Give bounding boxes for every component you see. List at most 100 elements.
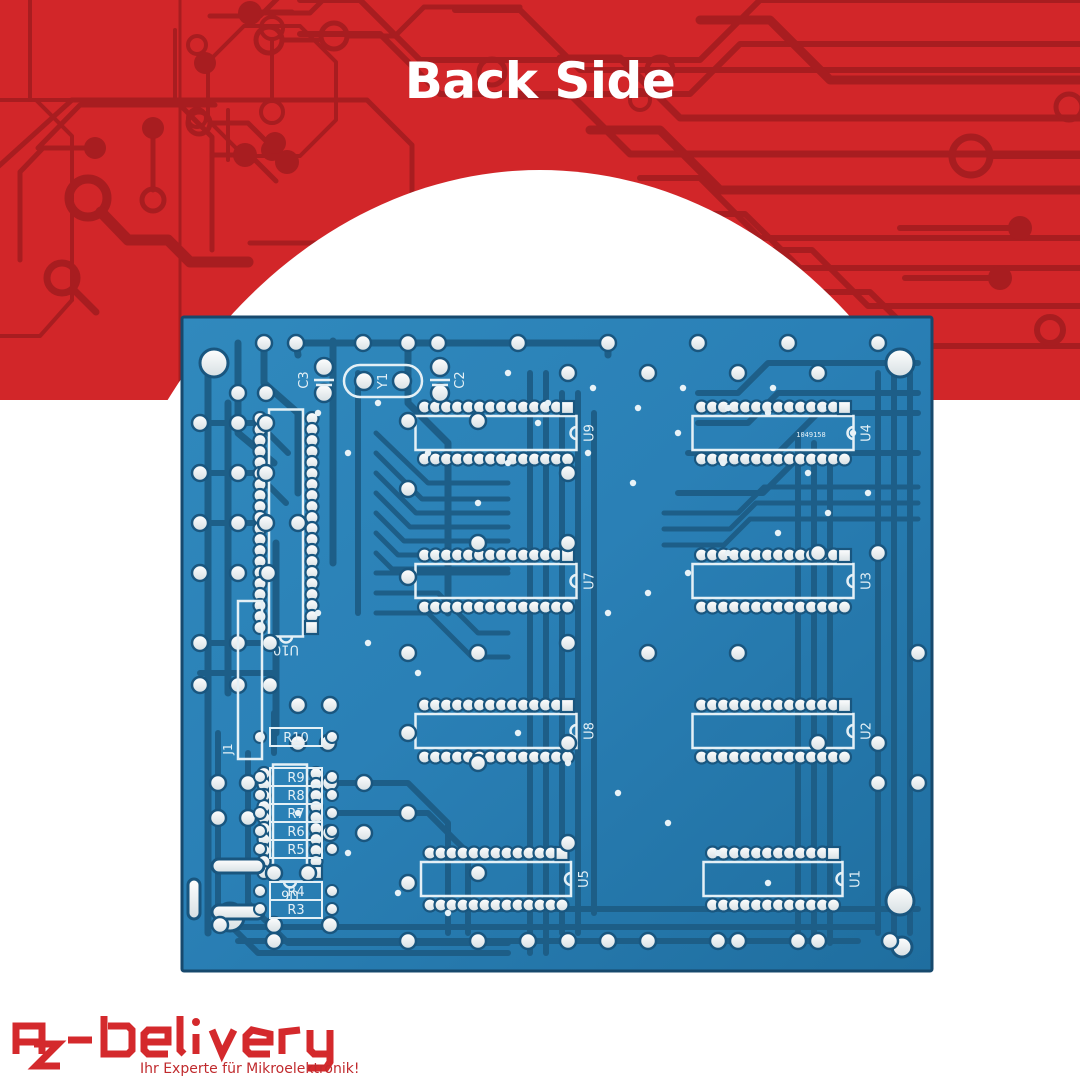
through-hole-pad: [320, 695, 340, 715]
silk-label-r7: R7: [287, 807, 304, 822]
through-hole-pad: [868, 543, 888, 563]
via: [819, 404, 827, 412]
silk-label-r9: R9: [287, 771, 304, 786]
through-hole-pad: [598, 333, 618, 353]
via: [534, 419, 542, 427]
silk-label-y1: Y1: [376, 373, 391, 390]
via: [824, 509, 832, 517]
via: [504, 459, 512, 467]
through-hole-pad: [598, 931, 618, 951]
ic-footprint-u1: U1: [702, 845, 864, 913]
via: [444, 909, 452, 917]
through-hole-pad: [398, 479, 418, 499]
crystal-footprint: Y1: [342, 363, 424, 399]
through-hole-pad: [398, 333, 418, 353]
silk-label-r5: R5: [287, 843, 304, 858]
via: [849, 429, 857, 437]
silk-label-r4: R4: [287, 885, 304, 900]
via: [414, 669, 422, 677]
through-hole-pad: [728, 363, 748, 383]
via: [724, 549, 732, 557]
through-hole-pad: [868, 733, 888, 753]
silk-label-c3: C3: [297, 371, 312, 388]
through-hole-pad: [558, 363, 578, 383]
via: [514, 729, 522, 737]
through-hole-pad: [808, 543, 828, 563]
through-hole-pad: [868, 333, 888, 353]
through-hole-pad: [320, 915, 340, 935]
via: [684, 569, 692, 577]
through-hole-pad: [256, 383, 276, 403]
via: [634, 404, 642, 412]
via: [644, 589, 652, 597]
through-hole-pad: [288, 513, 308, 533]
via: [394, 889, 402, 897]
via: [719, 459, 727, 467]
through-hole-pad: [908, 773, 928, 793]
through-hole-pad: [208, 773, 228, 793]
through-hole-pad: [808, 931, 828, 951]
capacitor-c2: C2: [429, 356, 468, 404]
through-hole-pad: [558, 633, 578, 653]
pcb-substrate: [180, 315, 934, 973]
via: [614, 789, 622, 797]
via: [564, 759, 572, 767]
through-hole-pad: [868, 773, 888, 793]
through-hole-pad: [264, 931, 284, 951]
via: [714, 849, 722, 857]
through-hole-pad: [728, 643, 748, 663]
via: [864, 489, 872, 497]
via: [764, 409, 772, 417]
through-hole-pad: [228, 413, 248, 433]
through-hole-pad: [228, 563, 248, 583]
via: [724, 404, 732, 412]
ic-footprint-u3: U3: [691, 547, 875, 615]
resistor-footprint-r5: R5: [253, 839, 339, 859]
through-hole-pad: [908, 643, 928, 663]
through-hole-pad: [398, 723, 418, 743]
through-hole-pad: [638, 643, 658, 663]
resistor-footprint-r9: R9: [253, 767, 339, 787]
through-hole-pad: [518, 931, 538, 951]
via: [589, 384, 597, 392]
via: [629, 479, 637, 487]
through-hole-pad: [398, 643, 418, 663]
through-hole-pad: [468, 411, 488, 431]
through-hole-pad: [208, 808, 228, 828]
slot-pads: [186, 857, 266, 921]
via: [674, 429, 682, 437]
via: [474, 499, 482, 507]
through-hole-pad: [468, 863, 488, 883]
via: [374, 399, 382, 407]
through-hole-pad: [254, 333, 274, 353]
through-hole-pad: [256, 463, 276, 483]
through-hole-pad: [808, 363, 828, 383]
via: [584, 449, 592, 457]
silk-label-u10: U10: [273, 642, 299, 657]
through-hole-pad: [778, 333, 798, 353]
capacitor-c3: C3: [297, 356, 335, 404]
silk-label-u9: U9: [583, 424, 598, 442]
silk-label-u5: U5: [577, 870, 592, 888]
through-hole-pad: [228, 513, 248, 533]
through-hole-pad: [808, 733, 828, 753]
through-hole-pad: [558, 931, 578, 951]
through-hole-pad: [228, 463, 248, 483]
through-hole-pad: [468, 753, 488, 773]
through-hole-pad: [638, 931, 658, 951]
ic-footprint-u9: U9: [414, 399, 598, 467]
through-hole-pad: [354, 823, 374, 843]
through-hole-pad: [260, 633, 280, 653]
via: [679, 384, 687, 392]
through-hole-pad: [298, 863, 318, 883]
through-hole-pad: [190, 563, 210, 583]
brand-logo: Ihr Experte für Mikroelektronik!: [8, 1004, 368, 1076]
through-hole-pad: [468, 931, 488, 951]
silk-label-r6: R6: [287, 825, 304, 840]
through-hole-pad: [228, 383, 248, 403]
silk-label-r3: R3: [287, 903, 304, 918]
resistor-footprint-r4: R4: [253, 881, 339, 901]
